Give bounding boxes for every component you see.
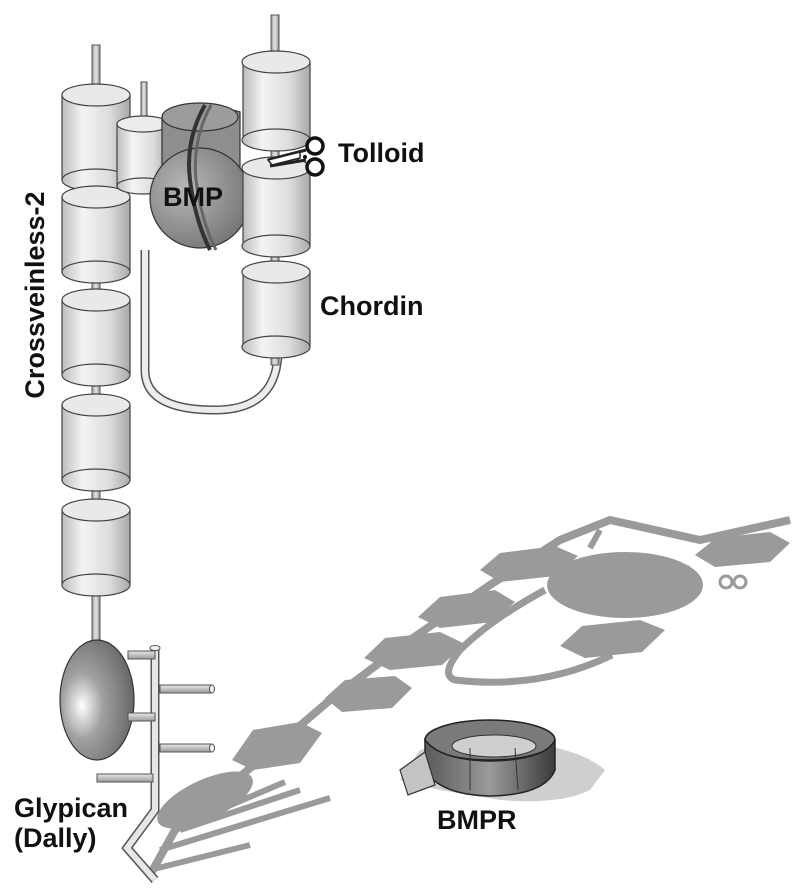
crossveinless-2-protein xyxy=(61,44,131,646)
bmp-label: BMP xyxy=(163,182,223,212)
bmpr-receptor xyxy=(399,719,605,802)
cv2-domain-2 xyxy=(61,185,131,284)
glypican-label-line2: (Dally) xyxy=(14,822,97,853)
glypican-dally xyxy=(59,639,215,883)
molecule-shadow xyxy=(146,515,791,877)
glypican-label-line1: Glypican xyxy=(14,793,129,823)
glypican-label: Glypican (Dally) xyxy=(14,793,129,853)
chordin-domain-3 xyxy=(241,260,311,359)
glypican-core xyxy=(59,639,135,761)
cv2-domain-3 xyxy=(61,288,131,387)
bmp-dimer xyxy=(149,102,251,251)
cv2-domain-5 xyxy=(61,498,131,597)
cv2-domain-4 xyxy=(61,393,131,492)
crossveinless-2-label: Crossveinless-2 xyxy=(20,191,51,399)
scissors-icon xyxy=(266,136,325,177)
chordin-domain-2 xyxy=(241,156,311,258)
chordin-protein xyxy=(241,14,311,366)
tolloid-label: Tolloid xyxy=(338,138,425,168)
chordin-domain-1 xyxy=(241,50,311,152)
bmpr-label: BMPR xyxy=(437,805,517,835)
chordin-label: Chordin xyxy=(320,291,424,321)
